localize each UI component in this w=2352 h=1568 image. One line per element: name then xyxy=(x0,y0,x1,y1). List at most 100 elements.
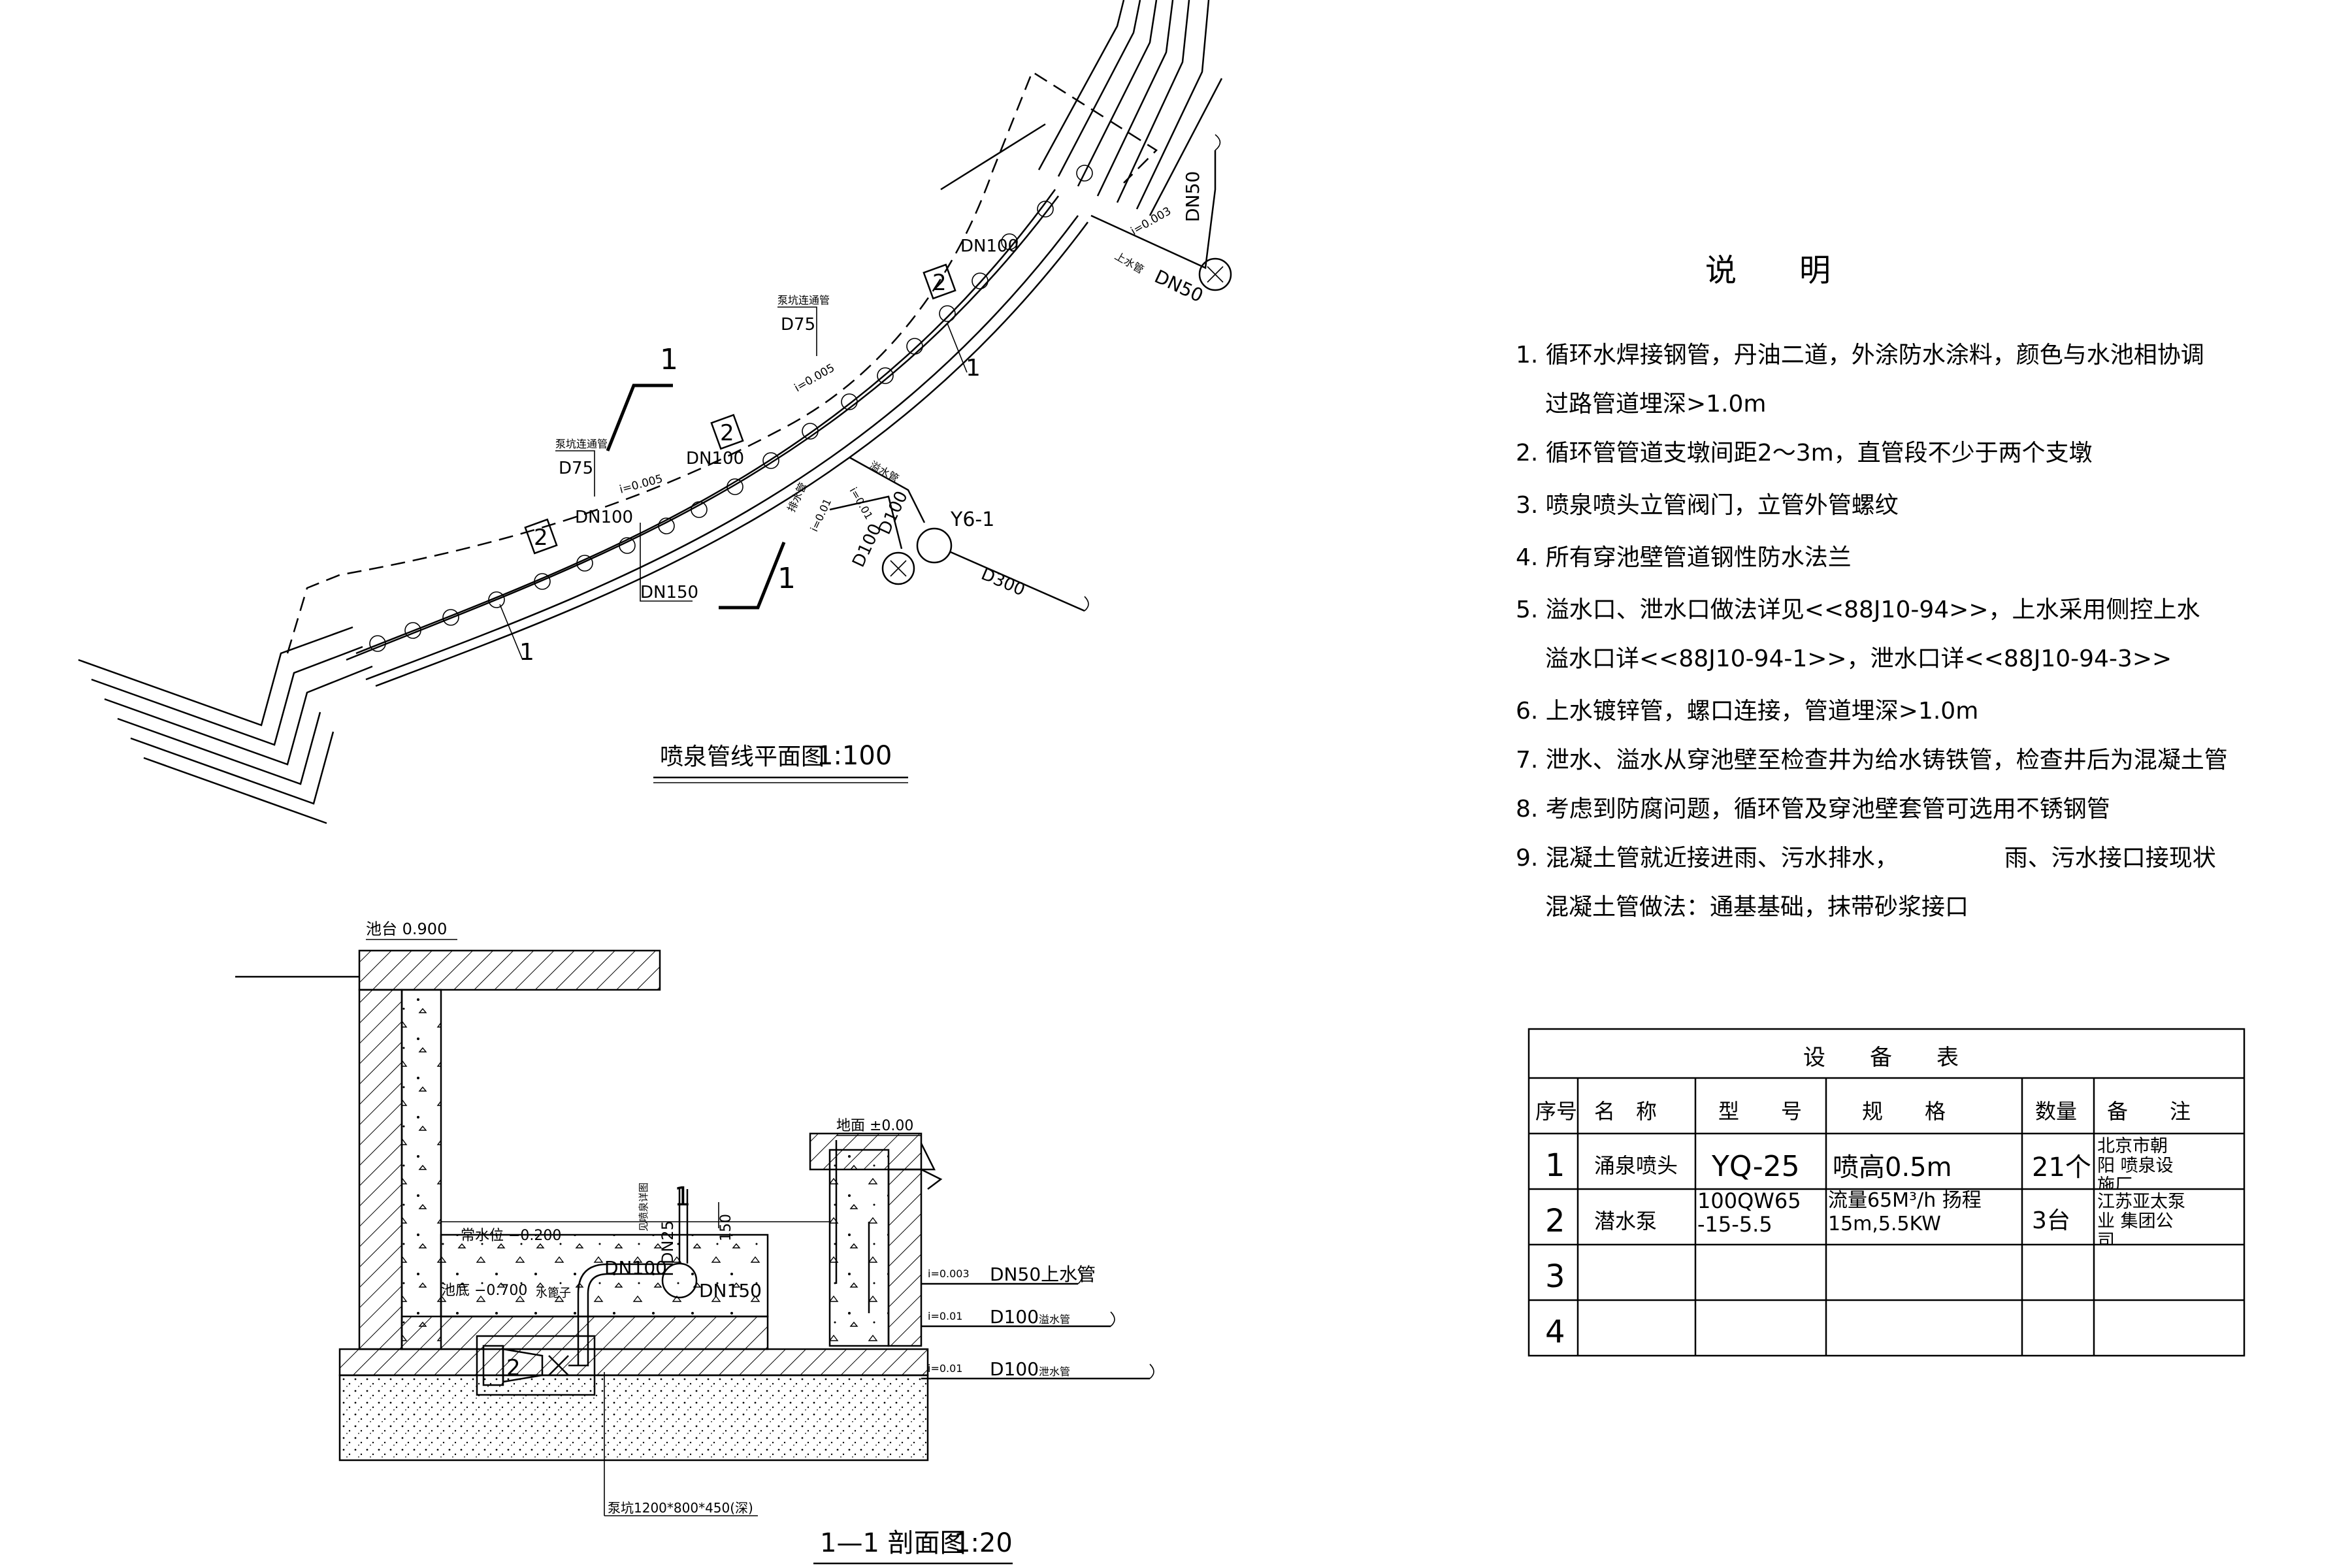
table-header: 备 注 xyxy=(2107,1099,2191,1124)
nozzle xyxy=(841,393,858,410)
label-text: i=0.003 xyxy=(1129,204,1174,238)
table-header: 规 格 xyxy=(1862,1099,1946,1124)
note-line: 5. 溢水口、泄水口做法详见<<88J10-94>>，上水采用侧控上水 xyxy=(1516,596,2200,623)
dashed-connector xyxy=(286,71,1158,654)
label-text: 2 xyxy=(720,420,734,446)
stepped-walls-upper xyxy=(940,0,1223,216)
note-line: 8. 考虑到防腐问题，循环管及穿池壁套管可选用不锈钢管 xyxy=(1516,796,2110,823)
label-text: 池台 0.900 xyxy=(366,920,447,938)
note-line: 9. 混凝土管就近接进雨、污水排水， 雨、污水接口接现状 xyxy=(1516,845,2216,872)
notes-block: 说 明 1. 循环水焊接钢管，丹油二道，外涂防水涂料，颜色与水池相协调 过路管道… xyxy=(1516,252,2228,921)
section-cut-label: 1 xyxy=(777,562,796,595)
table-cell: YQ-25 xyxy=(1711,1150,1800,1183)
label-text: DN50上水管 xyxy=(990,1264,1096,1285)
valve-circle xyxy=(881,551,915,585)
label-text: Y6-1 xyxy=(950,508,994,531)
nozzle xyxy=(1076,165,1093,182)
label-text: 泵坑连通管 xyxy=(555,438,608,450)
label-text: 2 xyxy=(506,1355,521,1381)
label-text: 泄水管 xyxy=(1039,1365,1070,1378)
pool-wall-line-b xyxy=(375,221,1089,687)
pump-box: 2 xyxy=(524,518,558,555)
pool-outer-edge xyxy=(346,195,1060,661)
valve-circle xyxy=(1198,257,1232,291)
section-view: 2 1 池台 0.900 地面 ±0.00 常水位 −0.200 池底 −0.7… xyxy=(235,920,1154,1565)
table-cell: 1 xyxy=(1545,1147,1565,1184)
nozzle xyxy=(939,305,956,322)
nozzle xyxy=(1001,233,1018,250)
section-cut-marker xyxy=(606,384,673,451)
table-cell: 3 xyxy=(1545,1258,1565,1295)
label-text: 上水管 xyxy=(1113,250,1146,276)
pump-box: 2 xyxy=(710,414,744,450)
nozzle xyxy=(404,622,421,639)
note-line: 4. 所有穿池壁管道钢性防水法兰 xyxy=(1516,544,1852,571)
note-line: 混凝土管做法：通基基础，抹带砂浆接口 xyxy=(1545,894,1968,921)
table-cell: 2 xyxy=(1545,1203,1565,1239)
label-text: i=0.01 xyxy=(928,1310,962,1322)
section-cut-label: 1 xyxy=(660,343,678,376)
nozzle xyxy=(877,367,894,384)
table-cell: 3台 xyxy=(2032,1207,2070,1234)
label-text: 见喷泉详图 xyxy=(638,1183,649,1232)
nozzle xyxy=(619,537,636,554)
section-title: 1—1 剖面图 xyxy=(820,1528,966,1558)
label-text: DN100 xyxy=(604,1257,667,1279)
section-scale: 1:20 xyxy=(954,1528,1013,1558)
table-cell: 江苏亚太泵业 集团公司 xyxy=(2097,1192,2185,1245)
nozzle xyxy=(972,272,988,289)
label-text: D75 xyxy=(781,315,815,335)
nozzle xyxy=(442,609,459,626)
label-text: 池底 −0.700 xyxy=(441,1282,527,1299)
label-text: 溢水管 xyxy=(1039,1313,1070,1326)
label-text: 水篦子 xyxy=(536,1286,571,1300)
nozzle-row xyxy=(369,165,1093,652)
label-text: 150 xyxy=(718,1214,734,1241)
label-text: i=0.005 xyxy=(792,361,838,395)
label-text: i=0.005 xyxy=(618,472,664,497)
equipment-table: 设 备 表 序号 名 称 型 号 规 格 数量 备 注 1 涌泉喷头 YQ-25… xyxy=(1527,1028,2246,1357)
label-text: i=0.01 xyxy=(928,1362,962,1375)
table-cell: 涌泉喷头 xyxy=(1594,1153,1678,1178)
table-title: 设 备 表 xyxy=(1803,1045,1959,1071)
label-text: DN150 xyxy=(640,583,698,602)
label-text: DN50 xyxy=(1151,265,1207,306)
nozzle xyxy=(488,591,505,608)
label-text: 泵坑1200*800*450(深) xyxy=(608,1500,753,1516)
nozzle-mark: 1 xyxy=(519,639,534,666)
nozzle-mark: 1 xyxy=(966,355,981,382)
label-text: 2 xyxy=(932,270,947,296)
pump-unit: 2 xyxy=(482,1345,569,1386)
label-text: DN50 xyxy=(1182,171,1203,222)
note-line: 过路管道埋深>1.0m xyxy=(1545,391,1767,417)
label-text: i=0.01 xyxy=(847,485,875,522)
nozzle xyxy=(691,501,708,518)
note-line: 溢水口详<<88J10-94-1>>，泄水口详<<88J10-94-3>> xyxy=(1545,645,2172,672)
note-line: 2. 循环管管道支墩间距2～3m，直管段不少于两个支墩 xyxy=(1516,440,2093,466)
label-text: 2 xyxy=(534,525,548,551)
label-text: DN150 xyxy=(699,1280,762,1301)
table-cell: 4 xyxy=(1545,1314,1565,1350)
table-cell: 北京市朝阳 喷泉设施厂 xyxy=(2097,1137,2174,1189)
plan-view: 2 2 2 1 1 1 1 泵坑连通管 D75 泵坑连通管 D75 DN100 … xyxy=(78,0,1232,825)
nozzle xyxy=(369,635,386,652)
note-line: 7. 泄水、溢水从穿池壁至检查井为给水铸铁管，检查井后为混凝土管 xyxy=(1516,747,2228,774)
nozzle xyxy=(762,452,779,469)
pump-box: 2 xyxy=(923,263,956,300)
note-line: 6. 上水镀锌管，螺口连接，管道埋深>1.0m xyxy=(1516,698,1978,725)
label-text: D100 xyxy=(875,488,912,538)
label-text: D100 xyxy=(990,1358,1039,1380)
note-line: 3. 喷泉喷头立管阀门，立管外管螺纹 xyxy=(1516,492,1899,519)
plan-scale: 1:100 xyxy=(817,741,892,771)
plan-title: 喷泉管线平面图 xyxy=(660,743,825,770)
nozzle xyxy=(534,573,551,590)
label-text: D300 xyxy=(978,564,1028,600)
label-text: i=0.003 xyxy=(928,1267,970,1280)
table-header: 型 号 xyxy=(1718,1099,1802,1124)
label-text: 常水位 −0.200 xyxy=(461,1228,561,1244)
label-text: D75 xyxy=(559,459,593,478)
label-text: DN100 xyxy=(960,237,1019,256)
nozzle xyxy=(802,423,819,440)
label-text: DN25 xyxy=(659,1220,677,1264)
